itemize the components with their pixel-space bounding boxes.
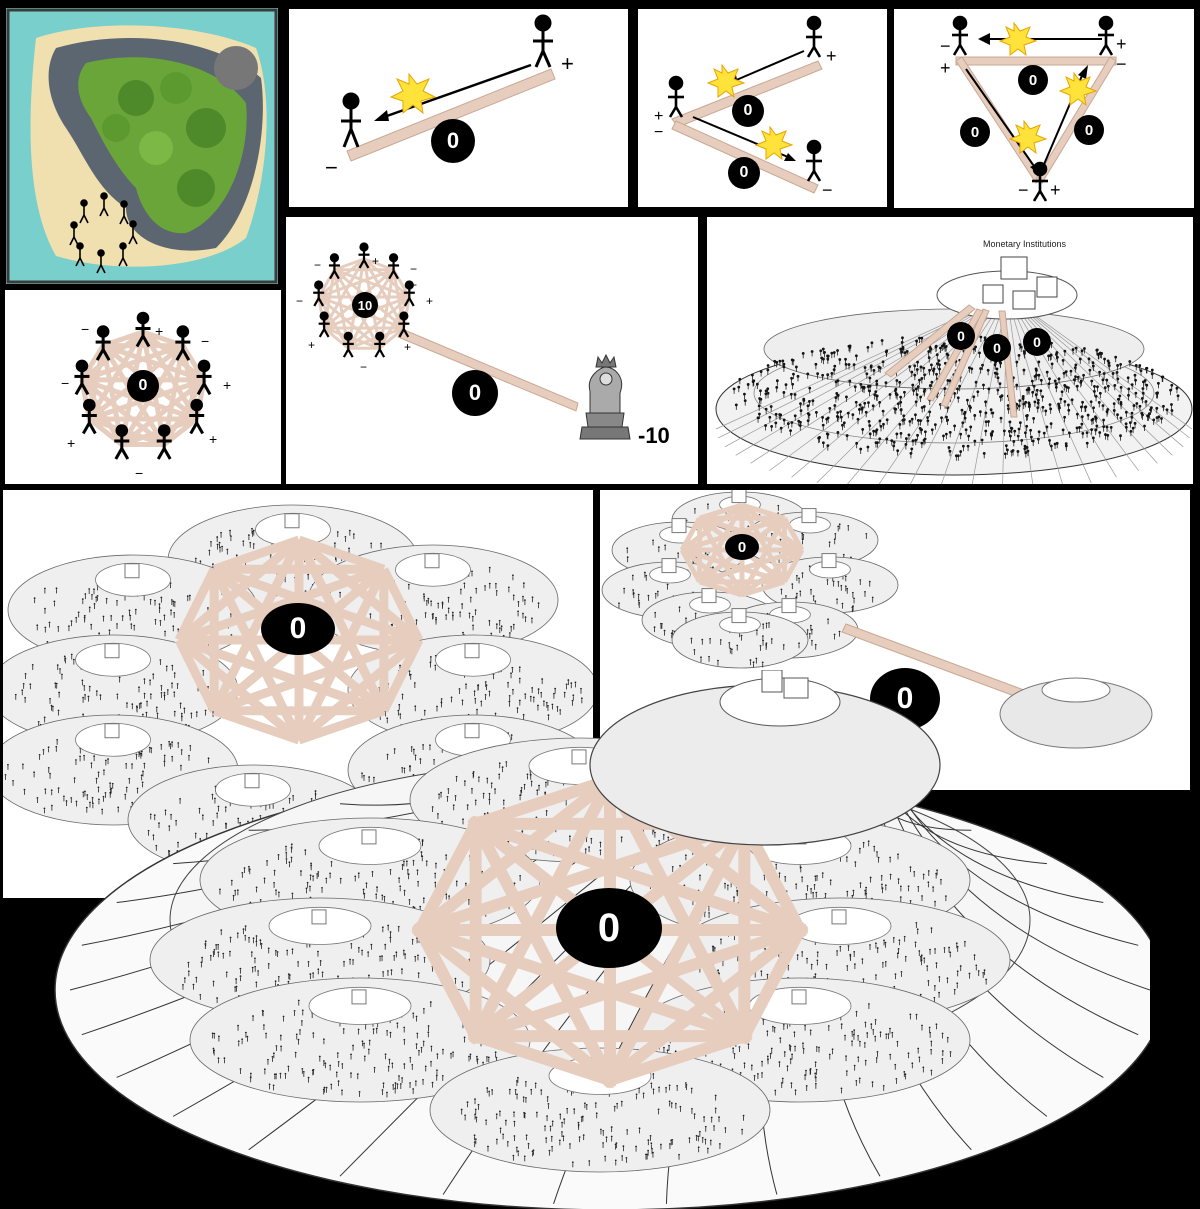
institution-coin-2: 0 [983,334,1011,362]
balance-coin-left: 0 [960,117,990,147]
village-sign-9: − [135,465,144,481]
villager-9 [95,325,111,361]
trade-pair-panel: 0 − + [289,9,628,207]
king-sign-8: + [404,340,412,354]
sign-tl-top: − [940,36,951,56]
sign-tr-top: + [1116,34,1127,54]
sign-bottom-left: − [1018,180,1029,200]
villager-6 [114,424,130,460]
federation-member-4 [3,634,239,746]
global-coin: 0 [556,888,662,968]
king-villager-1 [358,242,370,269]
king-sign-3: − [410,262,418,276]
village-sign-3: − [201,333,210,349]
institution-coin-3: 0 [1023,328,1051,356]
link-cluster-member-8 [671,608,809,669]
sign-bottom-right: + [1050,180,1061,200]
king-chess-piece [579,353,631,440]
villager-4 [189,398,205,435]
villager-5 [156,424,172,460]
balance-coin: 0 [431,119,475,163]
trade-pair-diagram [341,14,556,162]
king-sign-1: − [314,258,322,272]
federation-coin: 0 [261,603,335,655]
king-villager-7 [318,311,330,338]
trade-triangle-panel: 0 0 0 − + + − − + [894,9,1194,208]
trade-triangle-diagram [952,15,1117,202]
village-panel: 0 − + − − + − + + − [5,290,281,484]
king-diagram [313,242,631,440]
island-map-panel [6,8,278,284]
global-cone-panel: 0 [40,670,1150,1209]
balance-coin-right: 0 [1074,115,1104,145]
king-villager-9 [328,253,340,280]
cone-member-6 [189,977,531,1103]
sign-tr-bottom: − [1116,54,1127,74]
sign-tl-bottom: + [940,58,951,78]
king-villager-6 [342,331,354,358]
sign-middle: + − [654,108,664,141]
king-villager-5 [374,331,386,358]
institution-coin-1: 0 [947,322,975,350]
king-village-coin: 10 [352,292,378,318]
stick-person-receiver [341,92,361,148]
institutions-title: Monetary Institutions [983,239,1067,249]
island-map [6,8,278,284]
king-sign-6: − [410,278,418,292]
giver-sign: + [561,51,574,76]
king-villager-4 [398,311,410,338]
village-sign-8: + [209,431,218,447]
balance-coin-center: 0 [1018,65,1048,95]
villager-2 [175,325,191,361]
village-sign-6: − [201,353,210,369]
village-sign-4: − [61,375,70,391]
village-coin: 0 [127,370,159,402]
trade-chain-panel: 0 0 + + − − [638,9,887,207]
sign-bottom: − [822,180,833,200]
villager-1 [135,311,151,348]
balance-coin-bottom: 0 [728,157,760,189]
village-sign-7: + [67,435,76,451]
receiver-sign: − [325,155,338,180]
king-villager-3 [403,280,415,307]
king-sign-9: − [360,360,368,374]
village-sign-1: − [81,321,90,337]
balance-coin-top: 0 [732,95,764,127]
village-diagram [74,311,212,460]
king-sign-2: + [372,254,380,268]
cluster-coin: 0 [725,534,759,560]
king-sign-5: + [426,294,434,308]
king-villager-2 [388,253,400,280]
village-sign-2: + [155,323,164,339]
villager-8 [74,359,90,396]
king-balance: -10 [638,423,670,448]
village-sign-5: + [223,377,232,393]
institutions-diagram [715,256,1193,484]
federation-link-panel: 0 0 [600,490,1190,790]
king-sign-4: − [296,294,304,308]
stick-person-giver [533,14,553,68]
institutions-panel: Monetary Institutions 0 0 0 [707,217,1193,484]
king-plank-coin: 0 [452,370,498,416]
king-sign-7: + [308,338,316,352]
sign-top: + [826,46,837,66]
king-villager-8 [313,280,325,307]
king-panel: 10 0 -10 − + − − + − + + − [286,217,698,484]
villager-7 [81,398,97,435]
villager-3 [196,359,212,396]
